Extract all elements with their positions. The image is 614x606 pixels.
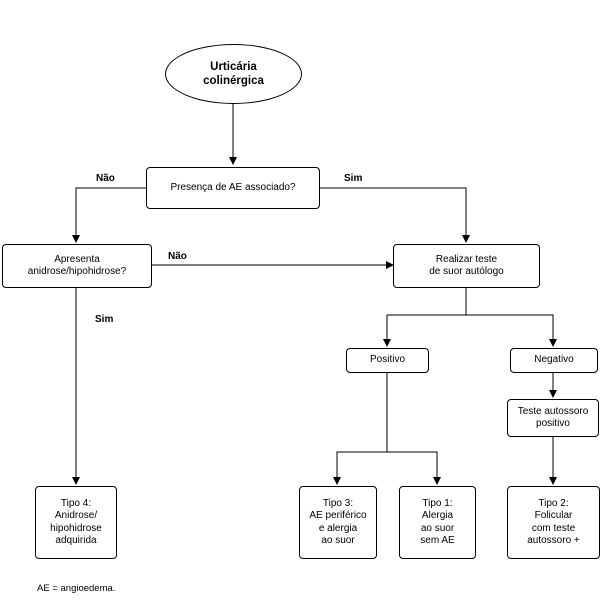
type3-node-label: Tipo 3: AE periférico e alergia ao suor	[309, 497, 367, 547]
question-anhidrosis-label: Apresenta anidrose/hipohidrose?	[27, 253, 127, 278]
autoserum-positive-node: Teste autossoro positivo	[507, 399, 599, 437]
autoserum-positive-node-label: Teste autossoro positivo	[517, 405, 589, 430]
type1-node-label: Tipo 1: Alergia ao suor sem AE	[420, 497, 455, 547]
type1-node: Tipo 1: Alergia ao suor sem AE	[399, 486, 476, 559]
label-no-left: Não	[96, 173, 115, 184]
sweat-test-node: Realizar teste de suor autólogo	[393, 244, 540, 288]
type3-node: Tipo 3: AE periférico e alergia ao suor	[299, 486, 377, 559]
label-yes-down: Sim	[95, 314, 114, 325]
label-no-middle: Não	[168, 251, 187, 262]
connector-positive-type1	[387, 451, 441, 485]
type4-node-label: Tipo 4: Anidrose/ hipohidrose adquirida	[50, 497, 102, 547]
label-yes-right: Sim	[344, 173, 363, 184]
connector-positive-split	[333, 373, 388, 485]
question-anhidrosis: Apresenta anidrose/hipohidrose?	[2, 244, 152, 288]
question-ae-associated-label: Presença de AE associado?	[170, 181, 296, 193]
type2-node-label: Tipo 2: Folicular com teste autossoro +	[527, 497, 580, 547]
question-ae-associated: Presença de AE associado?	[146, 167, 320, 209]
arrow-q1-yes	[320, 187, 470, 243]
footnote: AE = angioedema.	[37, 583, 116, 594]
type4-node: Tipo 4: Anidrose/ hipohidrose adquirida	[35, 486, 117, 559]
start-node: Urticária colinérgica	[165, 44, 302, 104]
connector-test-split	[383, 288, 467, 347]
connector-test-negative	[466, 314, 557, 347]
negative-node: Negativo	[510, 348, 598, 373]
start-node-label: Urticária colinérgica	[203, 61, 264, 87]
sweat-test-node-label: Realizar teste de suor autólogo	[429, 253, 504, 278]
negative-node-label: Negativo	[534, 354, 574, 366]
arrow-q1-no	[72, 187, 146, 243]
type2-node: Tipo 2: Folicular com teste autossoro +	[507, 486, 600, 559]
positive-node-label: Positivo	[369, 354, 405, 366]
positive-node: Positivo	[346, 348, 429, 373]
